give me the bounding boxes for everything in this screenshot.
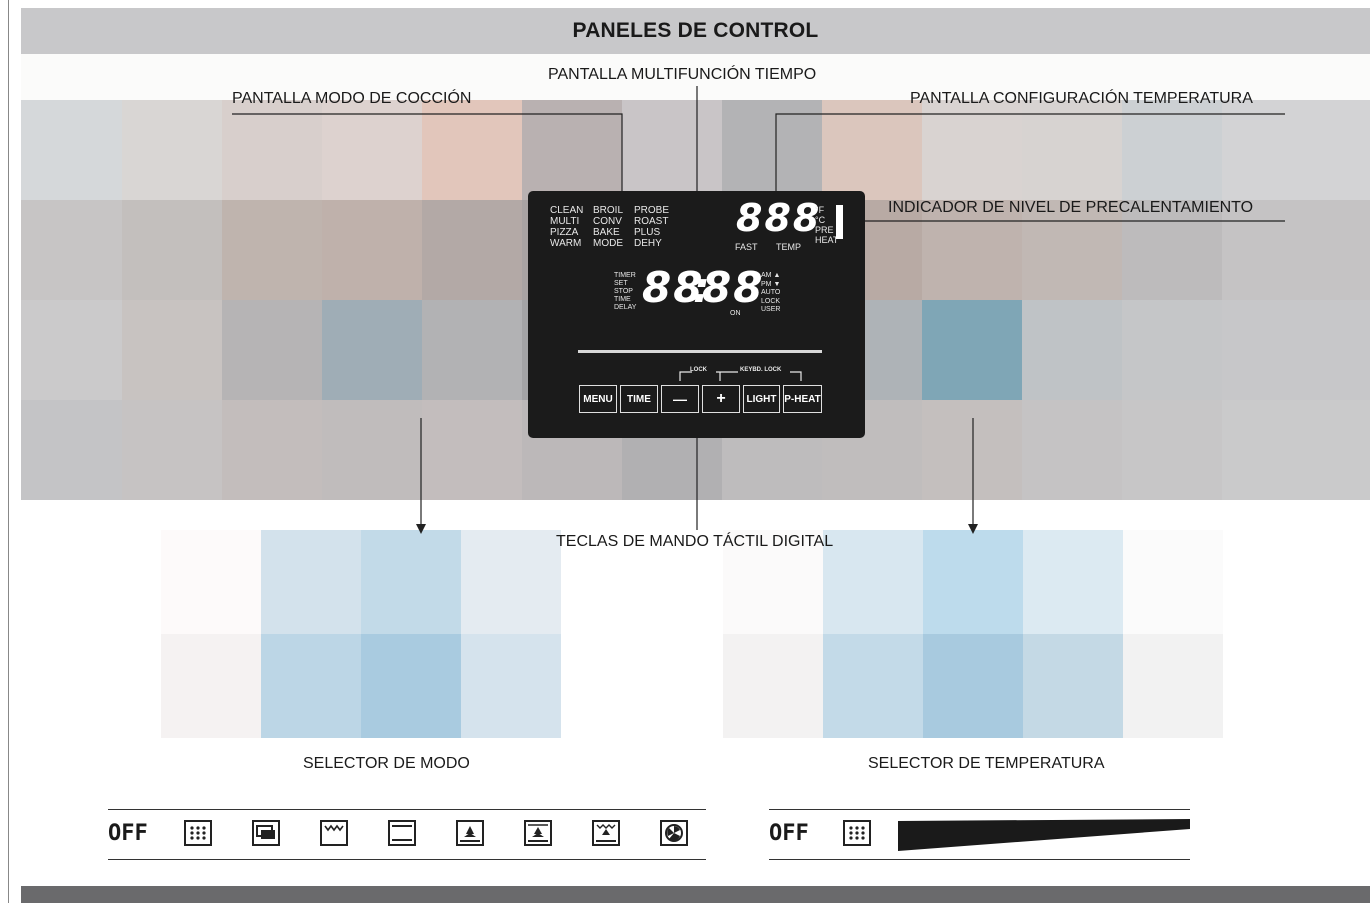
lcd-mode-column-2: BROIL CONV BAKE MODE [593, 205, 623, 249]
callout-preheat-level-indicator: INDICADOR DE NIVEL DE PRECALENTAMIENTO [888, 199, 1254, 216]
blurred-background [21, 54, 1370, 886]
fan-bottom-heat-icon [524, 820, 552, 846]
timer-label: STOP [614, 288, 633, 295]
callout-touch-keys: TECLAS DE MANDO TÁCTIL DIGITAL [556, 533, 834, 550]
fan-bottom-icon [456, 820, 484, 846]
left-border [8, 0, 9, 903]
fan-top-bottom-icon [592, 820, 620, 846]
lcd-mode-label: ROAST [634, 216, 669, 227]
callout-temperature-setting-display: PANTALLA CONFIGURACIÓN TEMPERATURA [910, 90, 1253, 107]
clock-hours: 88 [642, 263, 705, 312]
broil-element-icon [252, 820, 280, 846]
lcd-mode-label: BAKE [593, 227, 620, 238]
mode-selector-label: SELECTOR DE MODO [303, 755, 470, 772]
mode-strip-bottom-line [108, 859, 706, 860]
light-key[interactable]: LIGHT [743, 385, 780, 413]
timer-labels: TIMER SET STOP TIME DELAY [614, 272, 636, 312]
timer-label: TIMER [614, 272, 636, 279]
clock-minutes: 88 [702, 263, 765, 312]
preheat-key[interactable]: P-HEAT [783, 385, 822, 413]
unit-pre: PRE [815, 225, 834, 235]
lcd-mode-label: PLUS [634, 227, 661, 238]
lcd-mode-label: PROBE [634, 205, 670, 216]
page-title: PANELES DE CONTROL [21, 8, 1370, 54]
convection-fan-icon [660, 820, 688, 846]
fast-label: FAST [735, 242, 758, 252]
timer-label: TIME [614, 296, 631, 303]
user-label: USER [761, 306, 781, 313]
unit-fahrenheit: °F [815, 205, 825, 215]
mode-strip-top-line [108, 809, 706, 810]
clock-colon: : [693, 263, 712, 312]
plus-key[interactable]: + [702, 385, 740, 413]
lcd-mode-label: MODE [593, 238, 623, 249]
top-bottom-heat-icon [388, 820, 416, 846]
lock-brackets [679, 371, 802, 381]
lcd-mode-label: PIZZA [550, 227, 579, 238]
lcd-separator [578, 350, 822, 353]
pm-label: PM ▼ [761, 280, 781, 288]
footer-bar [21, 886, 1370, 903]
time-key[interactable]: TIME [620, 385, 658, 413]
auto-label: AUTO [761, 289, 781, 296]
dots-grid-icon [184, 820, 212, 846]
lcd-mode-label: DEHY [634, 238, 662, 249]
dots-grid-icon [843, 820, 871, 846]
callout-multifunction-time-display: PANTALLA MULTIFUNCIÓN TIEMPO [548, 66, 817, 83]
unit-celsius: °C [815, 215, 826, 225]
lcd-mode-label: WARM [550, 238, 582, 249]
minus-key[interactable]: — [661, 385, 699, 413]
lcd-mode-column-3: PROBE ROAST PLUS DEHY [634, 205, 669, 249]
temperature-ramp-icon [898, 819, 1190, 851]
top-heat-icon [320, 820, 348, 846]
temperature-selector-label: SELECTOR DE TEMPERATURA [868, 755, 1105, 772]
timer-label: DELAY [614, 304, 637, 311]
lcd-display-panel [528, 191, 865, 438]
lcd-mode-label: MULTI [550, 216, 580, 227]
lock-label: LOCK [761, 297, 781, 305]
unit-heat: HEAT [815, 235, 839, 245]
lcd-mode-label: BROIL [593, 205, 624, 216]
keybd-lock-bracket-label: KEYBD. LOCK [740, 367, 782, 373]
temp-strip-top-line [769, 809, 1190, 810]
temp-off-label: OFF [769, 821, 809, 846]
menu-key[interactable]: MENU [579, 385, 617, 413]
lock-bracket-label: LOCK [690, 367, 707, 373]
mode-off-label: OFF [108, 821, 148, 846]
am-label: AM ▲ [761, 272, 781, 279]
temperature-digits: 888 [736, 196, 822, 240]
lcd-mode-label: CLEAN [550, 205, 584, 216]
on-label: ON [730, 310, 741, 317]
temp-strip-bottom-line [769, 859, 1190, 860]
preheat-level-bar [836, 205, 843, 239]
ampm-labels: AM ▲ PM ▼ AUTO LOCK USER [761, 272, 780, 315]
temp-label: TEMP [776, 242, 802, 252]
temperature-units: °F °C PRE HEAT [815, 205, 838, 245]
lcd-mode-column-1: CLEAN MULTI PIZZA WARM [550, 205, 583, 249]
timer-label: SET [614, 280, 628, 287]
callout-cooking-mode-display: PANTALLA MODO DE COCCIÓN [232, 90, 472, 107]
lcd-mode-label: CONV [593, 216, 622, 227]
